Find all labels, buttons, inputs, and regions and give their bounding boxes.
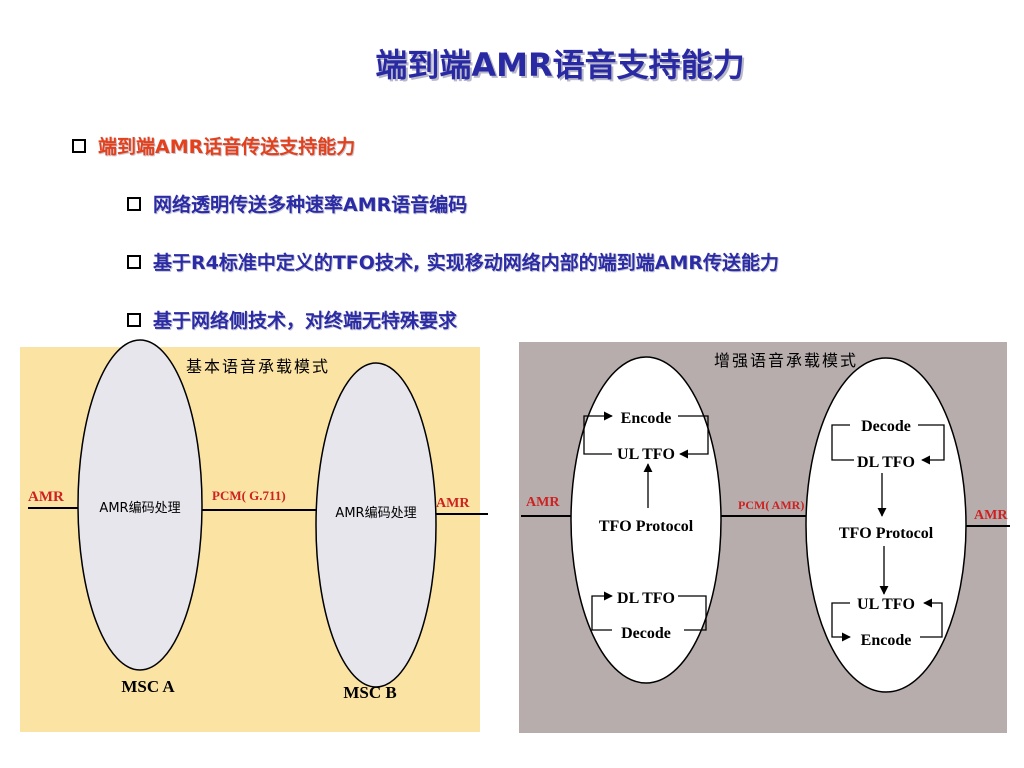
bullet-3-text: 基于R4标准中定义的TFO技术, 实现移动网络内部的端到端AMR传送能力 [153,252,780,274]
square-bullet-icon [127,312,141,327]
node-a-decode: Decode [621,625,671,642]
square-bullet-icon [127,254,141,269]
amr-label-a: AMR [526,495,560,510]
node-b-encode: Encode [861,632,912,649]
node-a-dl-tfo: DL TFO [617,590,675,607]
bullet-3: 基于R4标准中定义的TFO技术, 实现移动网络内部的端到端AMR传送能力 [127,248,779,275]
bullet-4: 基于网络侧技术，对终端无特殊要求 [127,306,457,333]
node-a-ellipse [570,356,722,684]
msc-a-label: MSC A [121,677,175,696]
node-a-loop-down-left [591,591,613,631]
node-a-protocol: TFO Protocol [599,518,694,535]
msc-a-ellipse [77,339,203,671]
node-b-protocol: TFO Protocol [839,525,934,542]
node-b-loop-up-left [831,424,854,461]
node-b-dl-tfo: DL TFO [857,454,915,471]
square-bullet-icon [127,196,141,211]
node-b-loop-down-left [831,602,851,642]
node-b-ul-tfo: UL TFO [857,596,915,613]
bullet-1-text: 端到端AMR话音传送支持能力 [98,136,356,158]
node-b-loop-up-right [918,424,945,465]
page-title: 端到端AMR语音支持能力 [375,46,745,84]
node-b-loop-down-right [920,598,943,638]
amr-label-right: AMR [436,496,470,511]
bullet-1: 端到端AMR话音传送支持能力 [72,132,355,159]
amr-label-b: AMR [974,508,1008,523]
node-a-loop-up-left [583,411,613,455]
pcm-amr-label: PCM( AMR) [738,498,804,512]
msc-b-codec-text: AMR编码处理 [335,506,416,521]
node-a-encode: Encode [621,410,672,427]
node-a-loop-down-right [678,595,707,631]
square-bullet-icon [72,138,86,153]
msc-b-label: MSC B [343,683,396,702]
node-a-ul-tfo: UL TFO [617,446,675,463]
basic-mode-title: 基本语音承载模式 [186,358,330,376]
pcm-label: PCM( G.711) [212,488,286,503]
node-b-decode: Decode [861,418,911,435]
enhanced-mode-title: 增强语音承载模式 [714,352,858,370]
bullet-4-text: 基于网络侧技术，对终端无特殊要求 [153,310,458,332]
msc-a-codec-text: AMR编码处理 [99,501,180,516]
node-a-loop-up-right [678,415,709,459]
bullet-2-text: 网络透明传送多种速率AMR语音编码 [153,194,468,216]
amr-label-left: AMR [28,489,64,505]
msc-b-ellipse [315,362,437,688]
bullet-2: 网络透明传送多种速率AMR语音编码 [127,190,467,217]
